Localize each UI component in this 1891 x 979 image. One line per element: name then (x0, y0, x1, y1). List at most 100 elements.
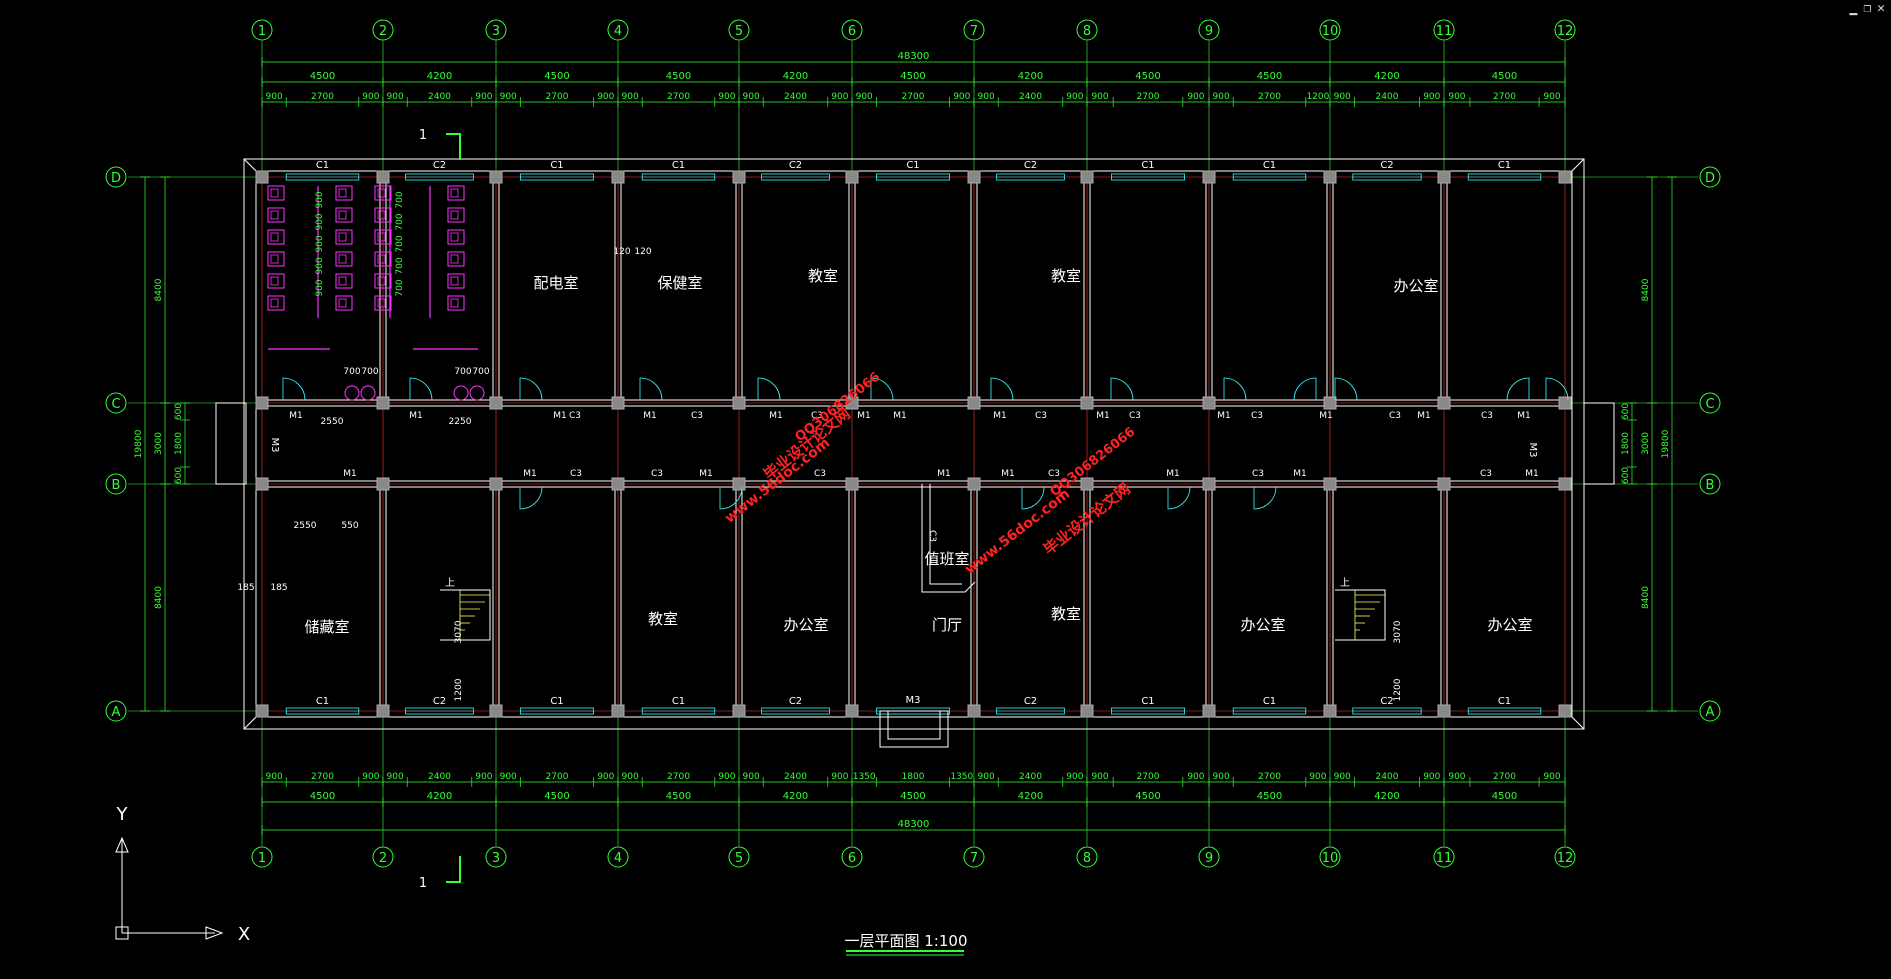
sink-fixture (469, 385, 485, 401)
section-mark (446, 856, 461, 883)
dim-openings-bottom-text: 900 (387, 772, 404, 782)
door-swing (639, 377, 663, 401)
sink-fixture (453, 385, 469, 401)
restore-icon[interactable]: ❐ (1863, 1, 1872, 16)
door-swing (990, 377, 1014, 401)
toilet-stall-bowl (450, 210, 459, 220)
column (967, 396, 981, 410)
window-label-c3: C3 (569, 411, 581, 421)
door-label-m1-b: M1 (1293, 469, 1307, 479)
axis-bubble (1554, 19, 1576, 41)
door-label-m1: M1 (1319, 411, 1333, 421)
axis-label: 1 (258, 24, 266, 39)
toilet-stall-bowl (338, 276, 347, 286)
dim-openings-bottom-text: 2700 (311, 772, 334, 782)
dim-openings-bottom-text: 2700 (667, 772, 690, 782)
column (1323, 170, 1337, 184)
dim-depth-total-right-text: 19800 (1661, 429, 1671, 458)
column (1558, 170, 1572, 184)
window-label-top: C1 (1498, 160, 1511, 171)
toilet-stall-bowl (270, 298, 279, 308)
column (611, 477, 625, 491)
dim-depth-total-left-text: 19800 (134, 429, 144, 458)
axis-bubble (1076, 19, 1098, 41)
window-label-c3: C3 (1129, 411, 1141, 421)
column (489, 477, 503, 491)
axis-label: A (112, 705, 121, 720)
toilet-stall-bowl (338, 254, 347, 264)
dim-openings-bottom-text: 900 (1091, 772, 1108, 782)
axis-label: 3 (492, 24, 500, 39)
dim-openings-bottom-text: 900 (1213, 772, 1230, 782)
toilet-stall (335, 273, 353, 289)
dim-bays-bottom-text: 4500 (1135, 791, 1160, 802)
axis-label: 2 (379, 851, 387, 866)
axis-bubble (105, 166, 127, 188)
toilet-stall (447, 207, 465, 223)
axis-label: 11 (1436, 24, 1453, 39)
door-label-m1: M1 (643, 411, 657, 421)
door-swing (1253, 486, 1277, 510)
axis-bubble (1699, 473, 1721, 495)
dim-openings-bottom-text: 2700 (1493, 772, 1516, 782)
door-swing (1545, 377, 1569, 401)
close-icon[interactable]: ✕ (1877, 1, 1885, 16)
window-label-top: C1 (316, 160, 329, 171)
window-label-c3: C3 (1251, 411, 1263, 421)
column (845, 477, 859, 491)
dim-1200: 1200 (454, 678, 464, 701)
dim-depth-parts-left-text: 8400 (154, 586, 164, 609)
dim-openings-top-text: 2400 (428, 92, 451, 102)
column (1437, 704, 1451, 718)
dim-openings-bottom-text: 900 (475, 772, 492, 782)
door-label-m1: M1 (1517, 411, 1531, 421)
column (1437, 477, 1451, 491)
toilet-stall-bowl (377, 210, 386, 220)
duty-room-wall-inner (929, 484, 962, 585)
dim-openings-top-text: 2700 (1493, 92, 1516, 102)
axis-label: 10 (1322, 24, 1339, 39)
dim-openings-top-text: 900 (953, 92, 970, 102)
dim-openings-top-text: 900 (597, 92, 614, 102)
dim-openings-bottom-text: 900 (831, 772, 848, 782)
entrance-canopy-inner (887, 710, 941, 740)
axis-label: C (111, 397, 120, 412)
window-label-c3: C3 (1389, 411, 1401, 421)
dim-openings-top-text: 900 (266, 92, 283, 102)
axis-bubble (372, 846, 394, 868)
dim-185: 185 (270, 583, 287, 593)
dim-openings-bottom-text: 900 (1066, 772, 1083, 782)
toilet-dim: 900 (315, 257, 325, 274)
dim-120: 120 (613, 247, 630, 257)
dim-openings-top-text: 900 (622, 92, 639, 102)
dim-openings-top-text: 900 (856, 92, 873, 102)
axis-label: 6 (848, 851, 856, 866)
column (1080, 704, 1094, 718)
toilet-stall (267, 295, 285, 311)
dim-depth-parts-right-text: 8400 (1641, 278, 1651, 301)
column (1323, 477, 1337, 491)
axis-bubble (1699, 166, 1721, 188)
dim-openings-top-text: 900 (1091, 92, 1108, 102)
dim-total-top-text: 48300 (898, 51, 930, 62)
dim-3070: 3070 (454, 620, 464, 643)
dim-700: 700 (472, 367, 489, 377)
dim-openings-bottom-text: 900 (266, 772, 283, 782)
room-label-storage: 储藏室 (304, 618, 349, 636)
column (255, 396, 269, 410)
section-mark-label: 1 (419, 876, 427, 891)
dim-openings-bottom-text: 900 (500, 772, 517, 782)
window-label-c3-b: C3 (1252, 469, 1264, 479)
column (1202, 170, 1216, 184)
toilet-stall-bowl (377, 276, 386, 286)
dim-openings-top-text: 1200 (1306, 92, 1329, 102)
dim-2550: 2550 (294, 521, 317, 531)
window-label-c3-b: C3 (1048, 469, 1060, 479)
minimize-icon[interactable]: ▁ (1849, 1, 1858, 16)
ucs-origin (115, 926, 129, 940)
column (1437, 170, 1451, 184)
dim-openings-bottom-text: 900 (597, 772, 614, 782)
axis-label: D (1705, 171, 1715, 186)
dim-openings-bottom-text: 900 (743, 772, 760, 782)
